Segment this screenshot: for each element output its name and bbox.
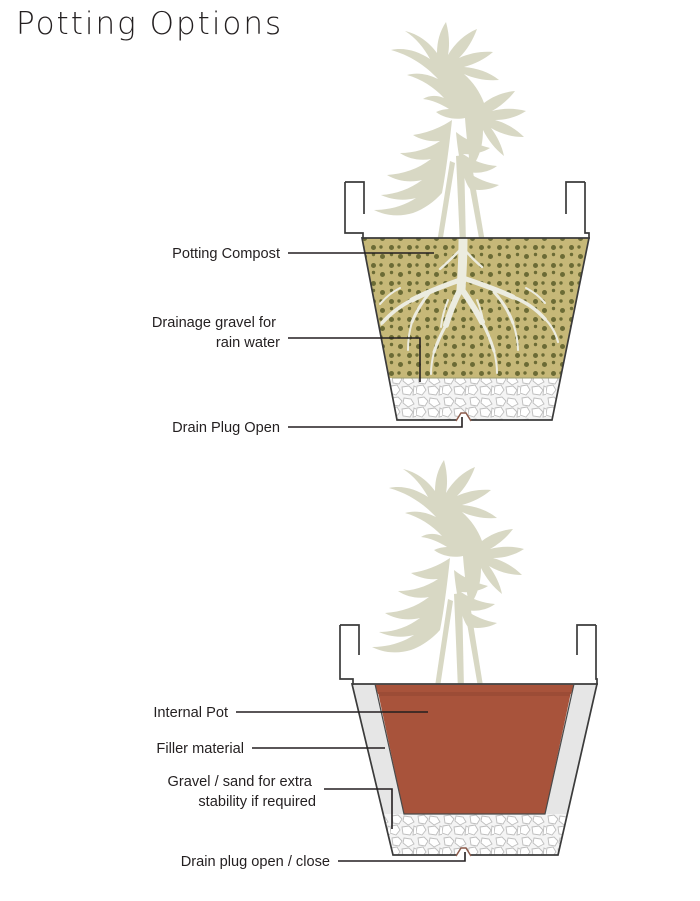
label-gravel-sand: Gravel / sand for extra stability if req… bbox=[168, 774, 316, 810]
leader-drainage-gravel bbox=[288, 337, 421, 382]
label-drainage-gravel: Drainage gravel for rain water bbox=[152, 315, 280, 351]
fan-palm-silhouette-top bbox=[374, 22, 526, 250]
pot-rim-left-bottom bbox=[339, 625, 354, 685]
pot-rim-right-bottom bbox=[595, 625, 598, 685]
drain-plug-open-close-notch bbox=[455, 847, 472, 857]
label-internal-pot: Internal Pot bbox=[153, 705, 228, 721]
drain-plug-open-notch-top bbox=[455, 412, 472, 422]
pot-rim-left-inner-bottom bbox=[340, 624, 360, 655]
diagram-top: Potting Compost Drainage gravel for rain… bbox=[152, 22, 591, 436]
fan-palm-silhouette-bottom bbox=[372, 460, 524, 694]
leader-drain-plug-open-close bbox=[338, 852, 466, 862]
pot-rim-left-top bbox=[344, 182, 364, 239]
pot-rim-right-top bbox=[584, 182, 590, 239]
pot-rim-right-inner-top bbox=[565, 181, 585, 214]
page-title: Potting Options bbox=[16, 6, 284, 42]
gravel-sand-fill bbox=[352, 814, 597, 855]
leader-drain-plug-open bbox=[288, 417, 463, 428]
label-drain-plug-open: Drain Plug Open bbox=[172, 420, 280, 436]
internal-pot-rim-shadow bbox=[378, 692, 571, 696]
internal-pot-body bbox=[378, 692, 571, 814]
label-filler-material: Filler material bbox=[156, 741, 244, 757]
leader-gravel-sand bbox=[324, 788, 393, 829]
internal-pot-rim bbox=[375, 684, 574, 694]
label-drain-plug-open-close: Drain plug open / close bbox=[181, 854, 330, 870]
internal-pot-outline bbox=[374, 683, 575, 815]
pot-body-outline-top bbox=[360, 237, 591, 421]
drainage-gravel-fill bbox=[362, 378, 589, 420]
diagram-bottom: Internal Pot Filler material Gravel / sa… bbox=[153, 460, 599, 870]
pot-rim-right-inner-bottom bbox=[576, 624, 596, 655]
pot-rim-left-inner-top bbox=[345, 181, 365, 214]
label-potting-compost: Potting Compost bbox=[172, 246, 280, 262]
